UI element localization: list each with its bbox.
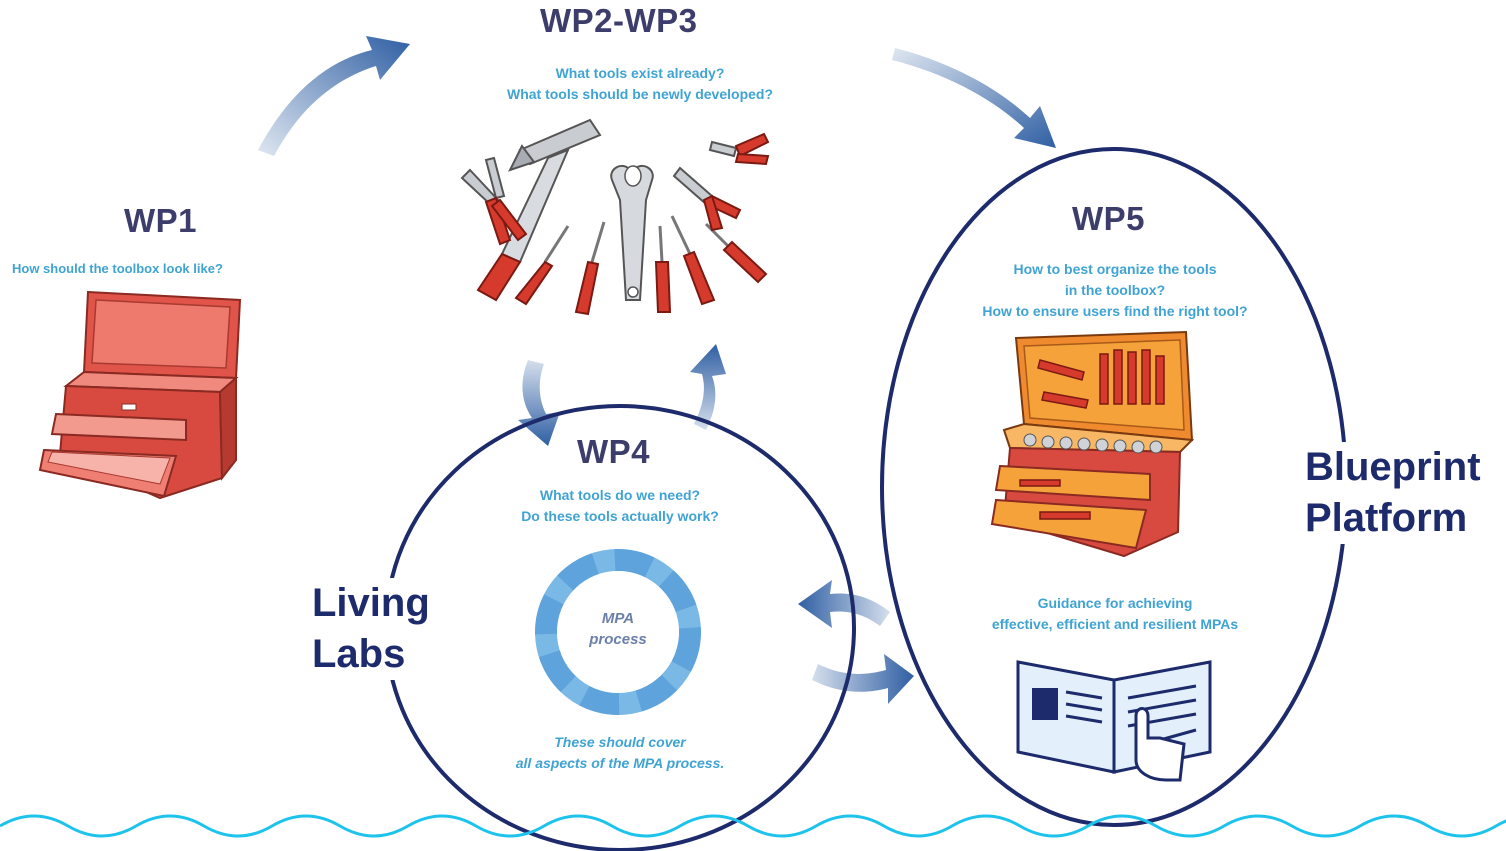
blueprint-platform-label-line-1: Blueprint: [1305, 445, 1481, 489]
wp23-tools-illustration: [460, 118, 770, 316]
arrow-wp5-to-wp4: [798, 580, 890, 628]
living-labs-label-line-1: Living: [312, 581, 430, 625]
wp4-note-line-2: all aspects of the MPA process.: [515, 755, 725, 771]
wave-line: [0, 814, 1506, 838]
mpa-process-label-line-1: MPA: [601, 610, 635, 627]
wp5-guidance-line-2: effective, efficient and resilient MPAs: [991, 616, 1239, 632]
arrow-wp4-to-wp5: [812, 654, 914, 704]
wp23-title: WP2-WP3: [540, 2, 698, 39]
wp5-title: WP5: [1072, 200, 1146, 237]
wp5-toolbox-illustration: [990, 330, 1195, 558]
mpa-process-cycle: [535, 549, 701, 715]
arrow-wp4-to-wp23: [690, 344, 726, 430]
mpa-process-label: MPA process: [568, 608, 668, 650]
wp5-question-1: How to best organize the tools: [1013, 261, 1217, 277]
pliers-icon-top-right: [708, 132, 770, 166]
wp1-title: WP1: [124, 202, 198, 239]
blueprint-platform-label: Blueprint Platform: [1305, 442, 1481, 544]
wrench-icon: [610, 164, 654, 301]
wp4-questions: What tools do we need? Do these tools ac…: [460, 485, 780, 527]
wp4-question-2: Do these tools actually work?: [521, 508, 719, 524]
arrow-wp1-to-wp23: [258, 36, 410, 156]
wp5-question-3: How to ensure users find the right tool?: [982, 303, 1248, 319]
screwdriver-icon-1: [514, 225, 570, 306]
arrow-wp23-to-wp5: [892, 48, 1056, 148]
wp5-questions: How to best organize the tools in the to…: [920, 259, 1310, 322]
wp5-guidance: Guidance for achieving effective, effici…: [920, 593, 1310, 635]
arrow-wp23-to-wp4: [518, 360, 560, 446]
wp1-toolbox-illustration: [38, 290, 242, 500]
screwdriver-icon-3: [654, 225, 672, 313]
mpa-process-label-line-2: process: [589, 631, 647, 648]
pliers-icon-right: [672, 166, 742, 232]
wp4-title: WP4: [577, 433, 651, 470]
screwdriver-icon-4: [670, 215, 716, 306]
pliers-icon-left: [460, 156, 528, 246]
wp23-question-1: What tools exist already?: [555, 65, 725, 81]
wp4-note: These should cover all aspects of the MP…: [460, 732, 780, 774]
guidance-book-icon: [1016, 660, 1212, 782]
wp4-note-line-1: These should cover: [554, 734, 686, 750]
wp23-questions: What tools exist already? What tools sho…: [440, 63, 840, 105]
wp5-guidance-line-1: Guidance for achieving: [1037, 595, 1193, 611]
living-labs-label: Living Labs: [312, 578, 430, 680]
wp4-question-1: What tools do we need?: [539, 487, 701, 503]
screwdriver-icon-5: [704, 222, 768, 284]
wp5-question-2: in the toolbox?: [1064, 282, 1166, 298]
wp23-question-2: What tools should be newly developed?: [506, 86, 774, 102]
screwdriver-icon-2: [574, 221, 606, 316]
blueprint-platform-label-line-2: Platform: [1305, 496, 1468, 540]
living-labs-label-line-2: Labs: [312, 632, 406, 676]
wp1-question: How should the toolbox look like?: [12, 261, 223, 276]
